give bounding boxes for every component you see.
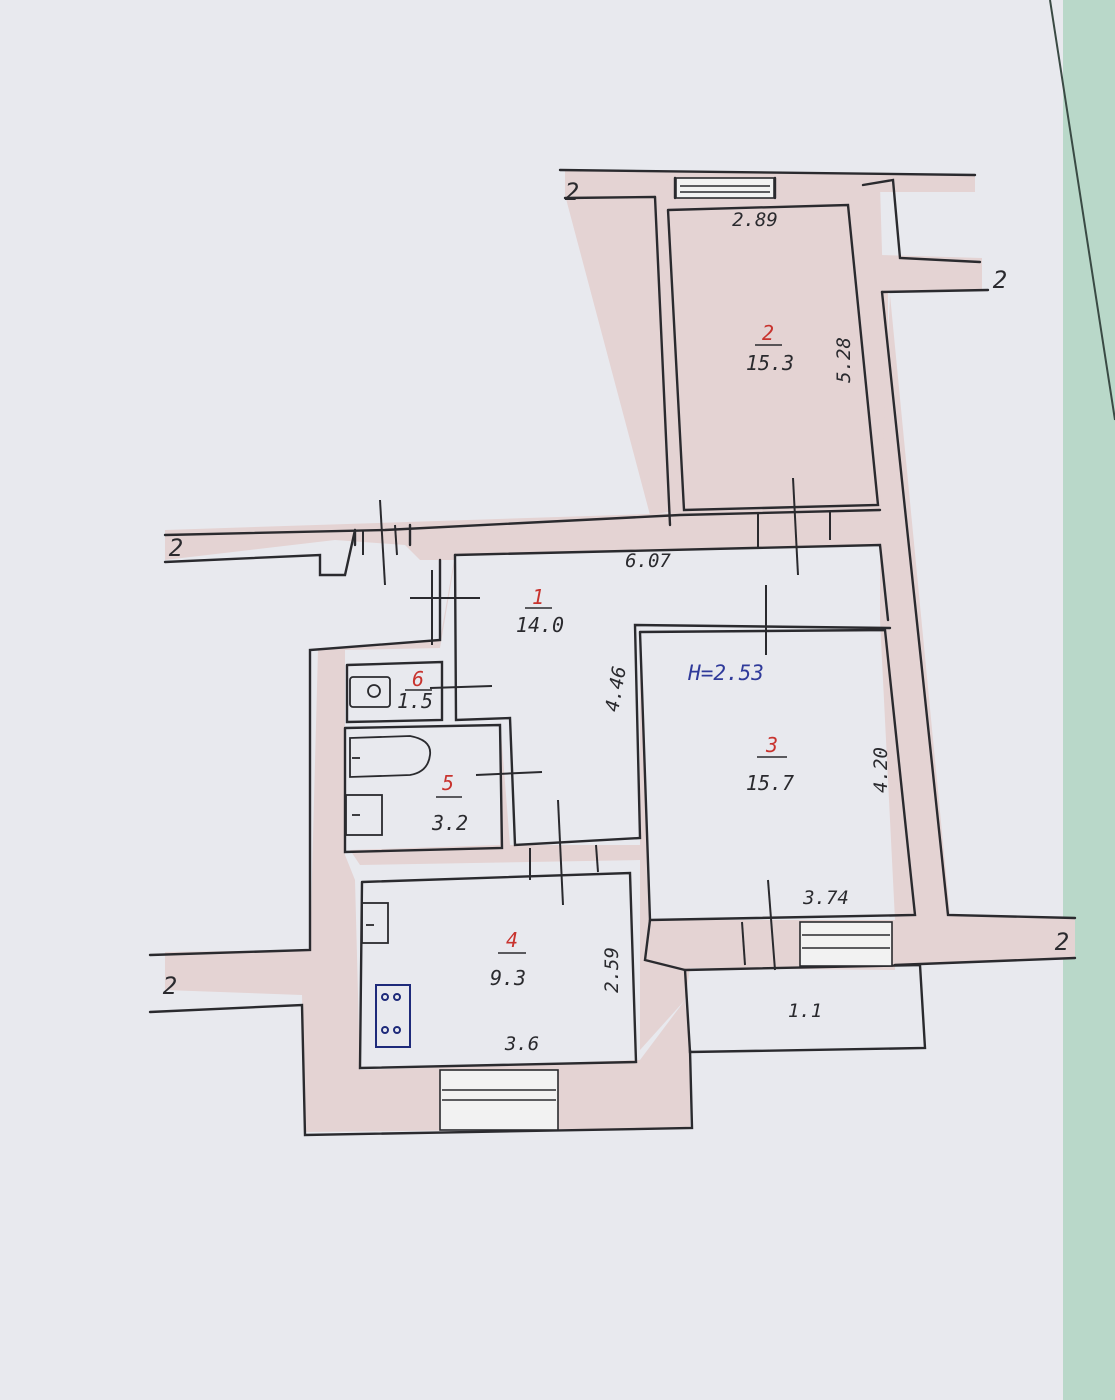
- wall-marker-top-right: 2: [993, 266, 1007, 294]
- bathtub-icon: [349, 735, 432, 778]
- room-2-number: 2: [762, 321, 774, 345]
- wall-marker-left-middle: 2: [169, 534, 183, 562]
- folder-edge-line: [1049, 0, 1115, 421]
- dim-room-4-width: 3.6: [504, 1033, 539, 1055]
- room-3-area: 15.7: [746, 771, 794, 795]
- dim-room-4-length: 2.59: [601, 947, 623, 993]
- wall-marker-right-lower: 2: [1055, 928, 1069, 956]
- room-4-area: 9.3: [490, 966, 526, 990]
- room-6-number: 6: [412, 667, 424, 691]
- windows: [439, 177, 893, 1131]
- dim-room-2-length: 5.28: [833, 337, 855, 383]
- window-room-2: [675, 177, 775, 199]
- dim-room-3-length: 4.20: [870, 747, 892, 793]
- toilet-icon: [349, 676, 391, 708]
- room-5-number: 5: [442, 771, 454, 795]
- room-2-area: 15.3: [746, 351, 794, 375]
- door-marks: [362, 477, 831, 971]
- room-3-number: 3: [765, 733, 778, 757]
- fridge-icon: [361, 902, 389, 944]
- folder-edge: [1063, 0, 1115, 1400]
- window-room-3: [799, 921, 893, 967]
- room-1-area: 14.0: [516, 613, 564, 637]
- wall-marker-left-lower: 2: [163, 972, 177, 1000]
- dim-room-2-width: 2.89: [732, 209, 778, 231]
- stove-icon: [375, 984, 411, 1048]
- room-4-number: 4: [506, 928, 518, 952]
- ceiling-height-label: H=2.53: [687, 661, 764, 685]
- walls: [148, 168, 1077, 1137]
- room-6-area: 1.5: [397, 689, 433, 713]
- dim-balcony: 1.1: [788, 1000, 822, 1022]
- wall-marker-top-left: 2: [565, 178, 579, 206]
- room-5-area: 3.2: [431, 811, 468, 835]
- dim-room-1-width: 6.07: [625, 550, 671, 572]
- room-1-number: 1: [532, 585, 544, 609]
- sink-icon: [345, 794, 383, 836]
- dim-room-3-width: 3.74: [802, 887, 849, 909]
